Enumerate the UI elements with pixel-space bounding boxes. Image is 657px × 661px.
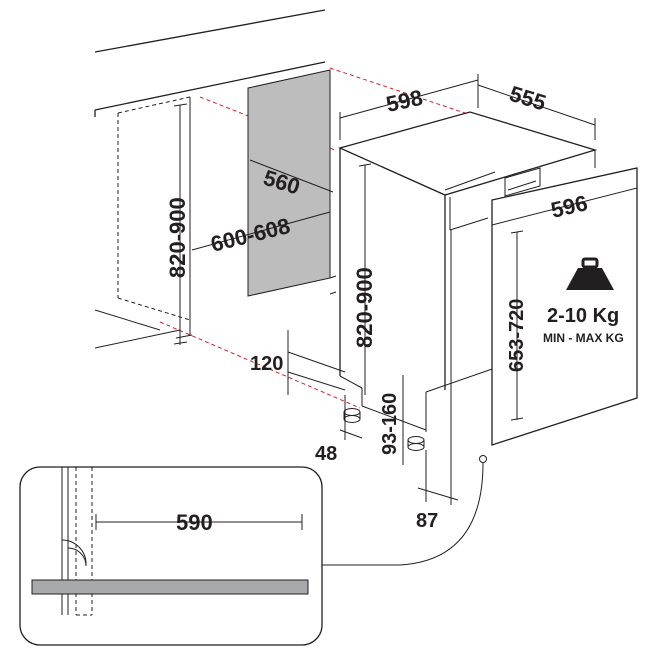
- door-setback-label: 87: [416, 510, 438, 532]
- foot-offset-label: 48: [315, 443, 337, 465]
- dimension-lines: [173, 74, 638, 566]
- left-cabinet: [94, 96, 193, 349]
- detail-inset: [19, 466, 323, 646]
- plinth-height-label: 120: [250, 353, 283, 375]
- door-weight-note: MIN - MAX KG: [543, 331, 624, 345]
- weight-icon: [566, 257, 614, 290]
- appliance-height-label: 820-900: [352, 267, 377, 348]
- niche-back-panel: [247, 69, 337, 297]
- door-weight-label: 2-10 Kg: [547, 305, 619, 327]
- appliance-depth-label: 555: [507, 81, 549, 116]
- appliance-width-label: 598: [384, 85, 425, 117]
- door-panel: [491, 167, 638, 446]
- cabinet-height-label: 820-900: [165, 197, 190, 278]
- dishwasher-body: [338, 111, 598, 451]
- door-height-label: 653-720: [506, 299, 528, 372]
- countertop-lines: [94, 9, 326, 117]
- detail-depth-label: 590: [176, 510, 213, 535]
- foot-adjust-label: 93-160: [379, 393, 401, 455]
